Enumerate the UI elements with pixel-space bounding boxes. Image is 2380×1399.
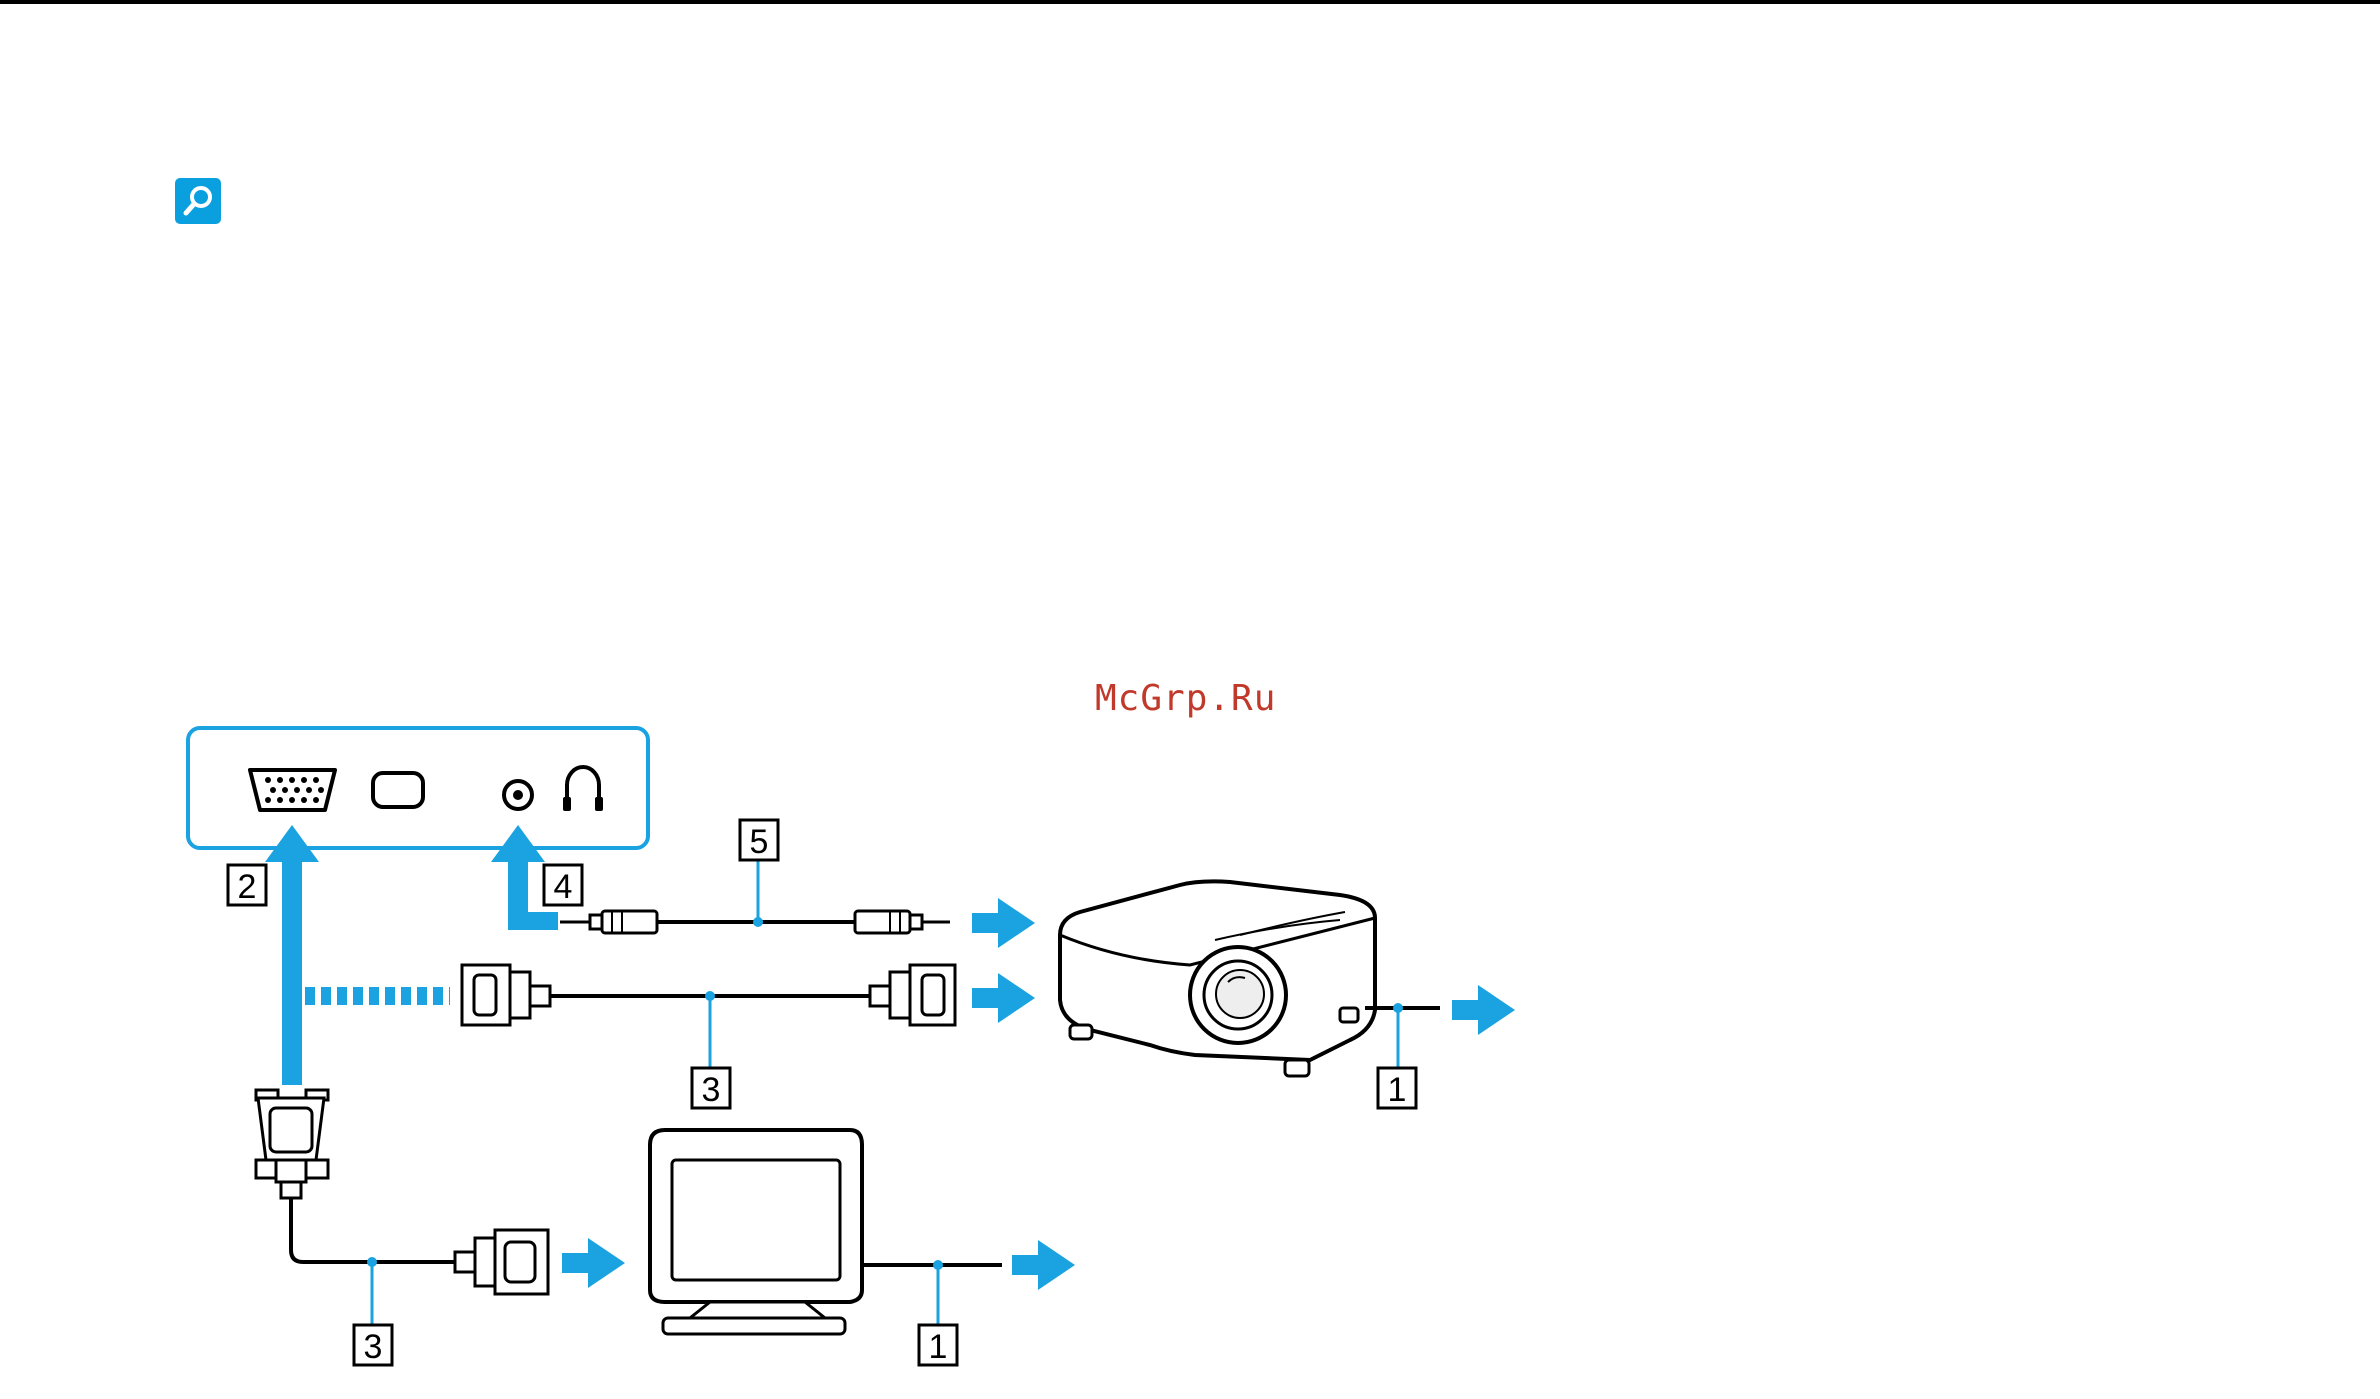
monitor — [650, 1130, 862, 1334]
svg-text:4: 4 — [554, 868, 573, 906]
svg-text:3: 3 — [702, 1071, 721, 1109]
rounded-port-icon — [373, 773, 423, 807]
monitor-port-icon — [250, 770, 335, 810]
callout-3-projector: 3 — [692, 1068, 730, 1109]
callout-4: 4 — [544, 865, 582, 906]
callout-1-monitor: 1 — [919, 1325, 957, 1366]
callout-3-monitor: 3 — [354, 1325, 392, 1366]
headphone-jack-icon — [504, 781, 532, 809]
headphones-icon — [563, 767, 603, 811]
vertical-display-connector — [256, 1090, 328, 1198]
svg-text:3: 3 — [364, 1328, 383, 1366]
arrow-display-to-projector — [972, 973, 1035, 1023]
audio-cable — [560, 911, 950, 933]
callout-2: 2 — [228, 865, 266, 906]
svg-text:1: 1 — [929, 1328, 948, 1366]
callout-1-projector: 1 — [1378, 1068, 1416, 1109]
callout-5: 5 — [740, 820, 778, 861]
svg-text:1: 1 — [1388, 1071, 1407, 1109]
projector — [1060, 881, 1375, 1076]
svg-text:5: 5 — [750, 823, 769, 861]
arrow-monitor-power — [1012, 1240, 1075, 1290]
display-cable-monitor — [291, 1198, 548, 1294]
svg-text:2: 2 — [238, 868, 257, 906]
arrow-audio-to-projector — [972, 898, 1035, 948]
arrow-to-monitor-port — [265, 825, 319, 1085]
arrow-projector-power — [1452, 985, 1515, 1035]
arrow-cable-to-monitor — [562, 1238, 625, 1288]
monitor-power-cord — [862, 1260, 1002, 1270]
